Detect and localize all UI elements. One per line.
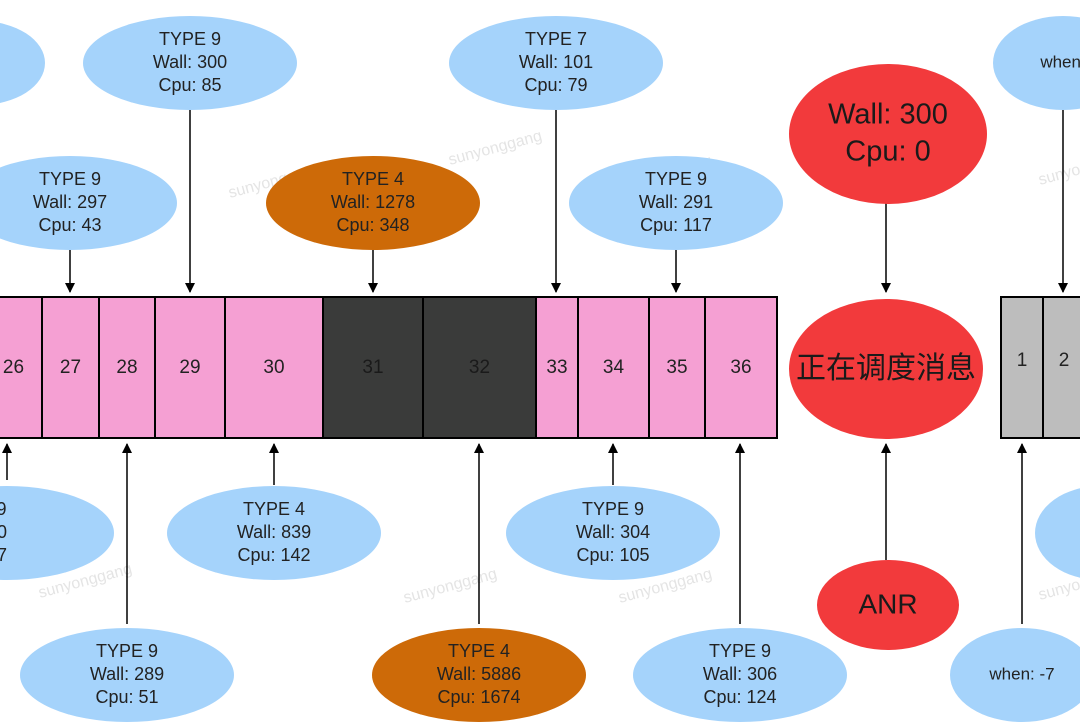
pending-cell-label: 2 — [1059, 350, 1070, 371]
annotation-ellipse-type9-300 — [83, 16, 297, 110]
queue-cell — [422, 296, 537, 439]
annotation-ellipse-type9-289 — [20, 628, 234, 722]
queue-cell-label: 34 — [603, 357, 625, 378]
annotation-ellipse-type9-310 — [0, 486, 114, 580]
current-message-label: 正在调度消息 — [796, 352, 976, 385]
annotation-text: TYPE 9 — [159, 29, 221, 49]
annotation-partial-ellipse — [0, 23, 45, 103]
annotation-text: Wall: 291 — [639, 192, 713, 212]
queue-cell-label: 33 — [546, 357, 567, 378]
annotation-ellipse-type4-1278 — [266, 156, 480, 250]
queue-cell-label: 36 — [730, 357, 751, 378]
annotation-text: TYPE 9 — [39, 169, 101, 189]
queue-cell-label: 31 — [362, 357, 383, 378]
annotation-text: TYPE 9 — [709, 641, 771, 661]
watermark-text: sunyonggang — [447, 128, 544, 169]
queue-cell-label: 28 — [116, 357, 137, 378]
queue-cell — [704, 296, 778, 439]
annotation-text: TYPE 9 — [645, 169, 707, 189]
annotation-text: TYPE 4 — [448, 641, 510, 661]
annotation-text: Cpu: 43 — [38, 215, 101, 235]
annotation-text: u: 27 — [0, 545, 7, 565]
annotation-text: Cpu: 85 — [158, 75, 221, 95]
annotation-text: TYPE 7 — [525, 29, 587, 49]
current-message-stat: Wall: 300 — [828, 99, 948, 131]
annotation-partial-ellipse — [1035, 488, 1080, 578]
annotation-text: when: -7 — [988, 664, 1054, 683]
annotation-text: Wall: 289 — [90, 664, 164, 684]
annotation-text: Wall: 5886 — [437, 664, 521, 684]
annotation-ellipse-type9-306 — [633, 628, 847, 722]
annotation-text: Cpu: 1674 — [437, 687, 520, 707]
queue-cell-label: 32 — [469, 357, 490, 378]
pending-queue-cell — [1042, 296, 1080, 439]
anr-ellipse — [817, 560, 959, 650]
annotation-text: Wall: 300 — [153, 52, 227, 72]
annotation-text: when: — [1039, 52, 1080, 71]
current-message-node — [789, 299, 983, 439]
queue-cell-label: 35 — [666, 357, 687, 378]
queue-cell-label: 27 — [60, 357, 81, 378]
annotation-text: Wall: 839 — [237, 522, 311, 542]
queue-cell — [577, 296, 650, 439]
annotation-ellipse-type7-101 — [449, 16, 663, 110]
queue-cell — [648, 296, 706, 439]
annotation-text: Wall: 306 — [703, 664, 777, 684]
annotation-text: Wall: 1278 — [331, 192, 415, 212]
message-queue: 26 27 28 29 30 31 32 33 34 35 36 1 2 — [0, 296, 1080, 439]
annotation-text: TYPE 4 — [243, 499, 305, 519]
annotation-text: TYPE 9 — [582, 499, 644, 519]
pending-cell-label: 1 — [1017, 350, 1028, 371]
queue-cell-label: 30 — [263, 357, 284, 378]
annotation-text: Cpu: 105 — [576, 545, 649, 565]
annotation-ellipse-type4-5886 — [372, 628, 586, 722]
watermark-text: sunyonggang — [402, 566, 499, 607]
annotation-text: Cpu: 124 — [703, 687, 776, 707]
annotation-ellipse-type9-304 — [506, 486, 720, 580]
queue-cell — [224, 296, 324, 439]
annotation-text: Cpu: 51 — [95, 687, 158, 707]
anr-label: ANR — [858, 588, 917, 619]
annotation-text: Cpu: 348 — [336, 215, 409, 235]
queue-cell — [98, 296, 156, 439]
annotation-ellipse-type9-297 — [0, 156, 177, 250]
annotation-text: Wall: 101 — [519, 52, 593, 72]
queue-cell-label: 26 — [3, 357, 24, 378]
annotation-text: Cpu: 142 — [237, 545, 310, 565]
queue-cell — [154, 296, 226, 439]
annotation-text: Cpu: 79 — [524, 75, 587, 95]
annotation-text: : 310 — [0, 522, 7, 542]
connectors — [1, 110, 1068, 624]
current-message-stat: Cpu: 0 — [845, 136, 930, 168]
annotation-ellipse-when — [993, 16, 1080, 110]
annotation-text: Wall: 304 — [576, 522, 650, 542]
annotation-text: Cpu: 117 — [640, 215, 712, 235]
annotation-ellipse-type4-839 — [167, 486, 381, 580]
queue-cell — [41, 296, 100, 439]
current-message-stats-ellipse — [789, 64, 987, 204]
annotation-text: TYPE 9 — [96, 641, 158, 661]
watermark-text: sunyonggang — [1037, 148, 1080, 189]
annotation-ellipse-type9-291 — [569, 156, 783, 250]
annotation-text: PE 9 — [0, 499, 7, 519]
annotation-text: TYPE 4 — [342, 169, 404, 189]
queue-cell-label: 29 — [179, 357, 200, 378]
annotation-text: Wall: 297 — [33, 192, 107, 212]
annotation-ellipse-when-7 — [950, 628, 1080, 722]
